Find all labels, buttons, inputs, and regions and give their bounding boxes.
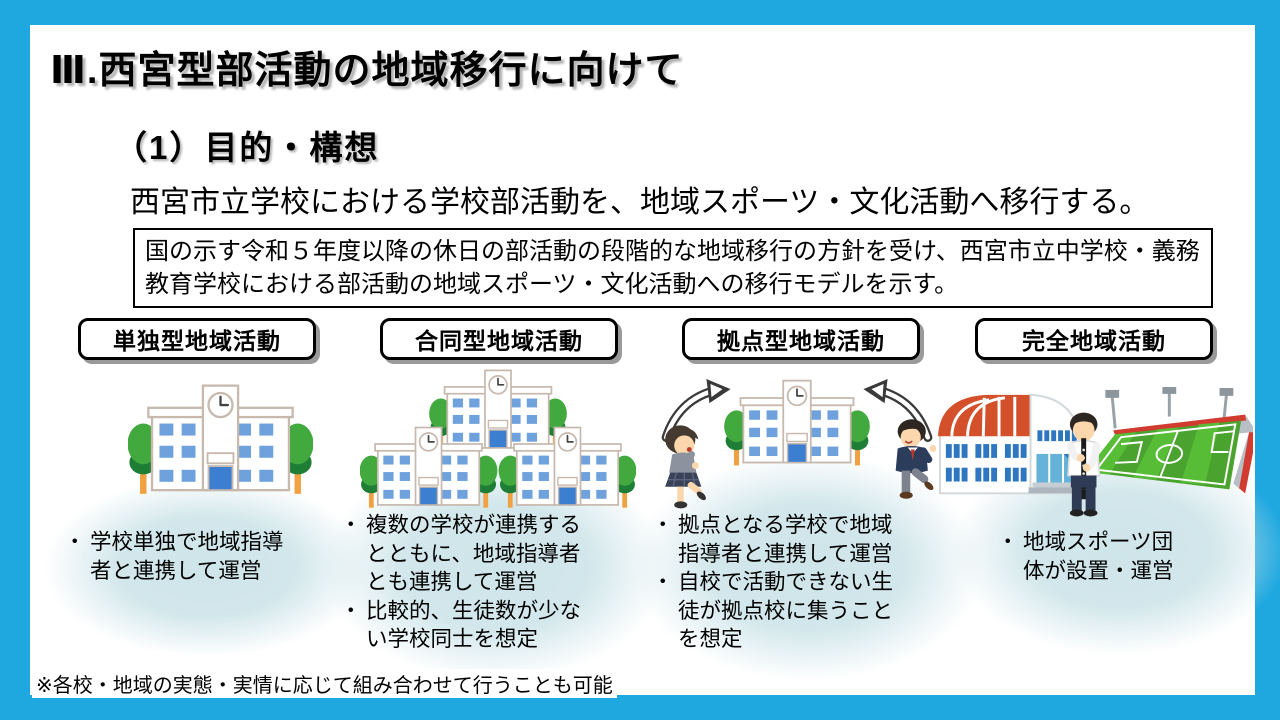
bullets-kanzen: 地域スポーツ団体が設置・運営 [995, 528, 1187, 585]
bullet-item: 学校単独で地域指導者と連携して運営 [62, 528, 302, 585]
bullet-item: 拠点となる学校で地域指導者と連携して運営 [650, 511, 902, 568]
school-cluster-icon [358, 369, 638, 509]
community-facility-illustration [938, 386, 1257, 528]
description-box: 国の示す令和５年度以降の休日の部活動の段階的な地域移行の方針を受け、西宮市立中学… [133, 228, 1213, 309]
stadium-icon [1085, 386, 1257, 494]
description-text: 国の示す令和５年度以降の休日の部活動の段階的な地域移行の方針を受け、西宮市立中学… [145, 238, 1200, 299]
slide-title: Ⅲ.西宮型部活動の地域移行に向けて [50, 50, 684, 92]
bullets-kyoten: 拠点となる学校で地域指導者と連携して運営 自校で活動できない生徒が拠点校に集うこ… [650, 511, 902, 654]
hub-school-illustration [646, 375, 948, 519]
bullets-tandoku: 学校単独で地域指導者と連携して運営 [62, 528, 302, 585]
girl-student-icon [665, 425, 706, 509]
model-header-kyoten: 拠点型地域活動 [682, 318, 920, 360]
clarinet-player-icon [1066, 412, 1101, 517]
single-school-illustration [126, 381, 315, 502]
section-heading: （1）目的・構想 [114, 129, 380, 166]
model-header-tandoku: 単独型地域活動 [78, 318, 316, 360]
lead-statement: 西宮市立学校における学校部活動を、地域スポーツ・文化活動へ移行する。 [130, 186, 1150, 219]
community-hall-icon [938, 393, 1083, 495]
bullet-item: 地域スポーツ団体が設置・運営 [995, 528, 1187, 585]
three-schools-illustration [358, 367, 638, 515]
footnote: ※各校・地域の実態・実情に応じて組み合わせて行うことも可能 [32, 669, 617, 698]
bullets-godo: 複数の学校が連携するとともに、地域指導者とも連携して運営 比較的、生徒数が少ない… [338, 511, 590, 654]
model-header-godo: 合同型地域活動 [380, 318, 618, 360]
bullet-item: 自校で活動できない生徒が拠点校に集うことを想定 [650, 568, 902, 654]
slide-panel: Ⅲ.西宮型部活動の地域移行に向けて （1）目的・構想 西宮市立学校における学校部… [30, 25, 1280, 698]
boy-student-icon [895, 419, 937, 499]
bullet-item: 複数の学校が連携するとともに、地域指導者とも連携して運営 [338, 511, 590, 597]
bullet-item: 比較的、生徒数が少ない学校同士を想定 [338, 597, 590, 654]
hub-school-icon [661, 379, 937, 509]
model-header-kanzen: 完全地域活動 [975, 318, 1213, 360]
community-facility-icon [938, 386, 1257, 517]
school-building-icon [126, 384, 315, 496]
